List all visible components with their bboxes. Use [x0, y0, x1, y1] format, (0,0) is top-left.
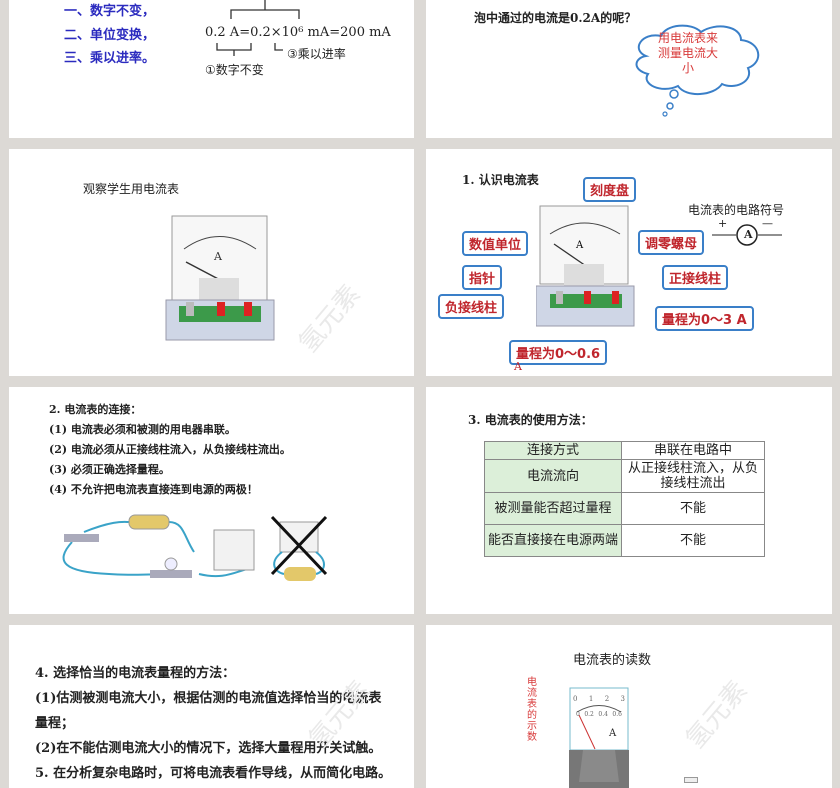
label-positive: 正接线柱 — [662, 265, 729, 290]
slide-5[interactable]: 2. 电流表的连接： (1) 电流表必须和被测的用电器串联。 (2) 电流必须从… — [9, 387, 414, 614]
method-1: (1)估测被测电流大小，根据估测的电流值选择恰当的电流表 — [35, 691, 382, 706]
ammeter-image: A — [165, 215, 275, 341]
label-unit: 数值单位 — [462, 231, 529, 256]
label-dial: 刻度盘 — [583, 177, 637, 202]
symbol-letter: A — [744, 228, 753, 241]
slide-title: 1. 认识电流表 — [462, 173, 539, 187]
tick-label: 0 — [576, 711, 580, 718]
symbol-plus: + — [718, 217, 728, 230]
bracket-lines — [216, 0, 300, 56]
table-row: 连接方式串联在电路中 — [483, 441, 766, 460]
rule-1: (1) 电流表必须和被测的用电器串联。 — [49, 423, 236, 436]
tip-5: 5. 在分析复杂电路时，可将电流表看作导线，从而简化电路。 — [35, 766, 392, 781]
table-cell: 不能 — [621, 524, 766, 557]
thought-bubble-icon — [635, 24, 760, 117]
ammeter-reading-image — [569, 687, 629, 788]
slide-title: 电流表的读数 — [573, 653, 652, 668]
table-cell: 电流流向 — [483, 459, 623, 493]
label-pointer: 指针 — [462, 265, 503, 290]
slide-2[interactable]: 泡中通过的电流是0.2A的呢？ 用电流表来测量电流大小 — [426, 0, 832, 138]
side-label: 电流表的示数 — [527, 677, 537, 743]
slide-title: 2. 电流表的连接： — [49, 403, 142, 416]
table-cell: 连接方式 — [483, 441, 623, 460]
symbol-minus: — — [762, 217, 773, 230]
table-cell: 从正接线柱流入，从负接线柱流出 — [621, 459, 766, 493]
rule-3: (3) 必须正确选择量程。 — [49, 463, 170, 476]
scale-top: 0 1 2 3 — [573, 695, 625, 703]
tick-label: 0.2 — [584, 711, 594, 718]
label-zero: 调零螺母 — [638, 230, 705, 255]
svg-text:A: A — [575, 240, 584, 251]
tick-label: 1 — [588, 695, 594, 703]
label-range-3: 量程为0～3 A — [655, 306, 754, 331]
slide-1[interactable]: 一、数字不变， 二、单位变换， 三、乘以进率。 0.2 A=0.2×10⁶ mA… — [9, 0, 414, 138]
step-2: 二、单位变换， — [64, 28, 156, 43]
method-2: (2)在不能估测电流大小的情况下，选择大量程用开关试触。 — [35, 741, 382, 756]
question-text: 泡中通过的电流是0.2A的呢？ — [474, 11, 637, 25]
slide-4[interactable]: 1. 认识电流表 A 刻度盘 数值单位 调零螺母 指针 正接线柱 负接线柱 量程… — [426, 149, 832, 376]
step-1: 一、数字不变， — [64, 4, 156, 19]
slide-7[interactable]: 4. 选择恰当的电流表量程的方法： (1)估测被测电流大小，根据估测的电流值选择… — [9, 625, 414, 788]
note-3: ③乘以进率 — [287, 47, 346, 61]
table-row: 电流流向从正接线柱流入，从负接线柱流出 — [483, 459, 766, 493]
table-cell: 不能 — [621, 492, 766, 525]
svg-text:A: A — [213, 250, 223, 263]
slide-6[interactable]: 3. 电流表的使用方法： 连接方式串联在电路中 电流流向从正接线柱流入，从负接线… — [426, 387, 832, 614]
rule-4: (4) 不允许把电流表直接连到电源的两极！ — [49, 483, 258, 496]
watermark: 氢元素 — [293, 279, 367, 359]
slide-8[interactable]: 电流表的读数 电流表的示数 0 1 2 3 0 0.2 0.4 0.6 A 氢元素 — [426, 625, 832, 788]
ammeter-image: A — [536, 205, 635, 327]
table-cell: 被测量能否超过量程 — [483, 492, 623, 525]
tick-label: 0.4 — [598, 711, 608, 718]
ammeter-symbol-icon — [712, 224, 782, 246]
symbol-title: 电流表的电路符号 — [688, 203, 785, 217]
step-3: 三、乘以进率。 — [64, 51, 156, 66]
table-cell: 串联在电路中 — [621, 441, 766, 460]
circuit-image — [62, 514, 328, 581]
bubble-text: 用电流表来测量电流大小 — [657, 31, 718, 75]
method-title: 4. 选择恰当的电流表量程的方法： — [35, 666, 236, 681]
formula: 0.2 A=0.2×10⁶ mA=200 mA — [205, 25, 391, 40]
unit-label: A — [609, 728, 617, 739]
tick-label: 2 — [604, 695, 610, 703]
table-row: 被测量能否超过量程不能 — [483, 492, 766, 525]
watermark: 氢元素 — [680, 675, 754, 755]
usage-table: 连接方式串联在电路中 电流流向从正接线柱流入，从负接线柱流出 被测量能否超过量程… — [483, 441, 766, 557]
slide-title: 3. 电流表的使用方法： — [468, 413, 593, 427]
label-negative: 负接线柱 — [438, 294, 505, 319]
tick-label: 0.6 — [612, 711, 622, 718]
method-1-cont: 量程； — [35, 716, 75, 731]
note-1: ①数字不变 — [205, 63, 264, 77]
table-row: 能否直接接在电源两端不能 — [483, 524, 766, 557]
tick-label: 3 — [620, 695, 625, 703]
slide-title: 观察学生用电流表 — [83, 182, 180, 196]
play-control-icon[interactable] — [684, 777, 698, 783]
label-range-06: 量程为0～0.6 — [509, 340, 608, 365]
scale-bottom: 0 0.2 0.4 0.6 — [576, 711, 622, 718]
label-range-06-unit: A — [514, 360, 522, 373]
table-cell: 能否直接接在电源两端 — [483, 524, 623, 557]
tick-label: 0 — [573, 695, 578, 703]
slide-3[interactable]: 观察学生用电流表 A 氢元素 — [9, 149, 414, 376]
rule-2: (2) 电流必须从正接线柱流入，从负接线柱流出。 — [49, 443, 291, 456]
